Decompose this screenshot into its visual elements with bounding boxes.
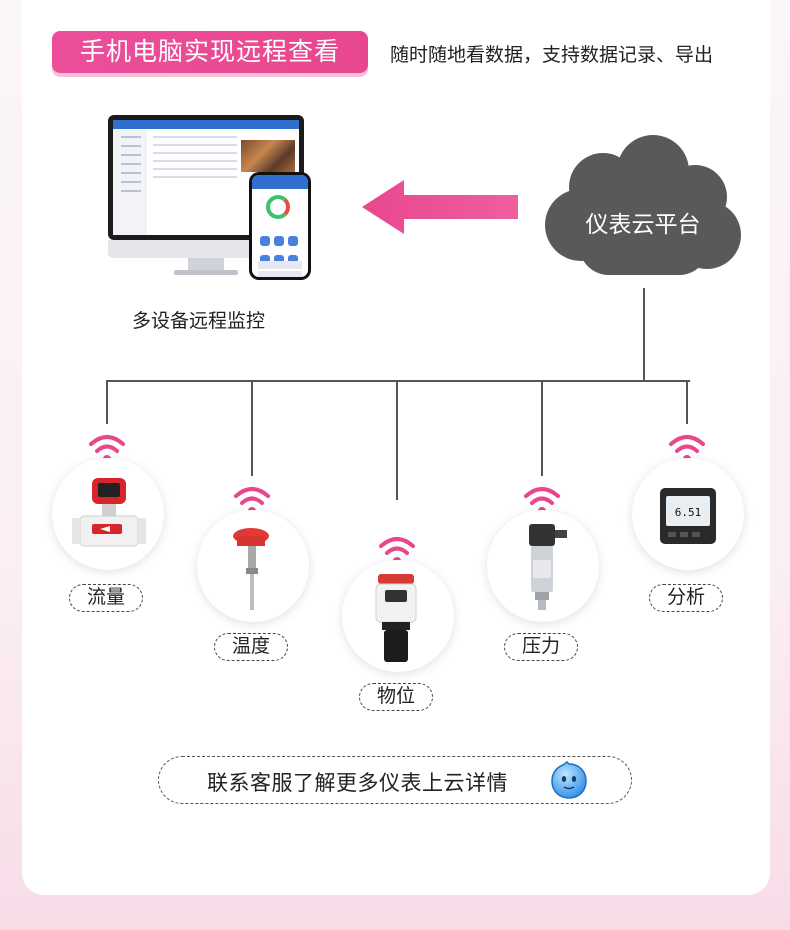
header-title: 手机电脑实现远程查看 [52, 31, 368, 73]
temperature-sensor-icon [233, 528, 269, 610]
device-level [342, 560, 454, 672]
smartphone-icon [249, 172, 311, 280]
analyzer-display: 6.51 [675, 506, 702, 519]
drop-line-3 [396, 380, 398, 500]
drop-line-1 [106, 380, 108, 424]
contact-service-button[interactable]: 联系客服了解更多仪表上云详情 [158, 756, 632, 804]
arrow-left-icon [362, 180, 518, 234]
chat-bubble-icon [551, 761, 587, 799]
device-label-temperature: 温度 [214, 633, 288, 661]
pressure-transmitter-icon [529, 524, 567, 610]
header-subtitle: 随时随地看数据，支持数据记录、导出 [390, 44, 714, 66]
level-sensor-icon [375, 574, 417, 662]
drop-line-2 [251, 380, 253, 476]
device-label-flow: 流量 [69, 584, 143, 612]
device-label-analyzer: 分析 [649, 584, 723, 612]
device-label-pressure: 压力 [504, 633, 578, 661]
device-temperature [197, 510, 309, 622]
device-flow [52, 458, 164, 570]
cloud-label: 仪表云平台 [585, 212, 701, 238]
drop-line-5 [686, 380, 688, 424]
flowmeter-icon [72, 478, 146, 547]
drop-line-4 [541, 380, 543, 476]
cloud-connector [643, 288, 645, 382]
device-analyzer: 6.51 [632, 458, 744, 570]
cloud-platform: 仪表云平台 [545, 135, 741, 277]
device-pressure [487, 510, 599, 622]
cloud-icon [545, 135, 741, 275]
bus-line [106, 380, 690, 382]
pc-label: 多设备远程监控 [132, 310, 266, 332]
cta-label: 联系客服了解更多仪表上云详情 [207, 771, 508, 795]
device-label-level: 物位 [359, 683, 433, 711]
analyzer-icon: 6.51 [660, 488, 716, 544]
